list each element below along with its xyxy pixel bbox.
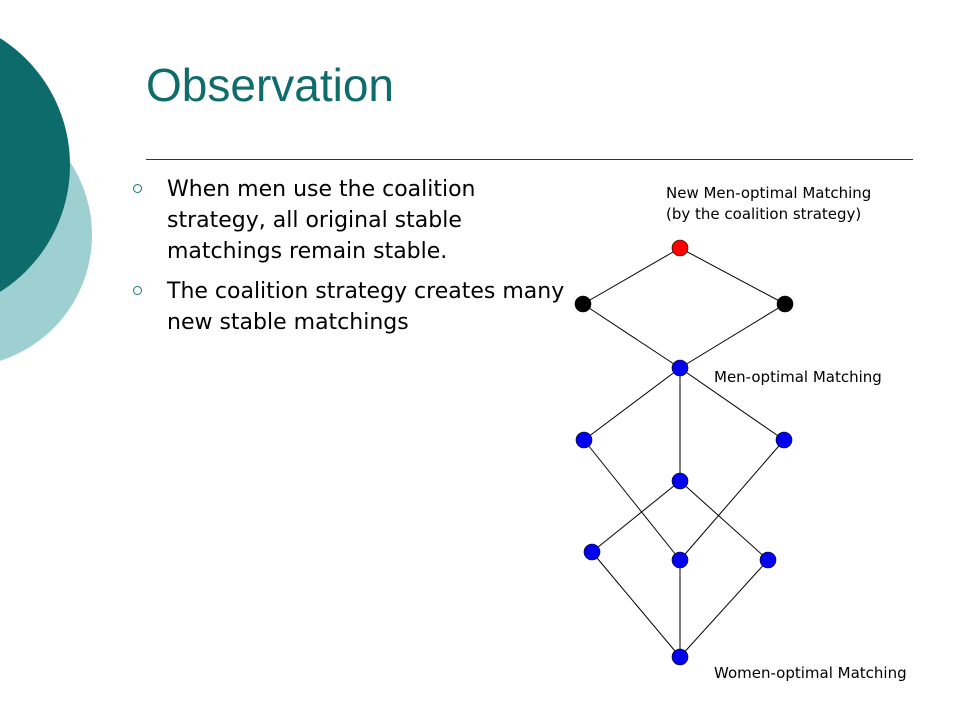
men-optimal-node (671, 359, 689, 377)
bullet-item: When men use the coalition strategy, all… (130, 174, 580, 267)
slide-title: Observation (146, 59, 395, 111)
women-optimal-node (671, 648, 689, 666)
matching-node (575, 431, 593, 449)
bullet-text: The coalition strategy creates many new … (167, 279, 565, 335)
bullet-text: When men use the coalition strategy, all… (167, 177, 476, 264)
new-matching-node (574, 295, 592, 313)
lattice-edge (582, 303, 681, 369)
men-optimal-label: Men-optimal Matching (714, 368, 882, 386)
new-men-optimal-label-line1: New Men-optimal Matching (666, 184, 872, 202)
lattice-edge (679, 247, 786, 305)
lattice-edge (679, 480, 769, 561)
lattice-edge (591, 480, 681, 553)
lattice-edge (582, 247, 681, 305)
dark-teal-circle (0, 38, 70, 292)
lattice-edge (583, 367, 681, 441)
lattice-edge (583, 439, 681, 561)
decorative-circles (0, 38, 92, 361)
new-men-optimal-node (671, 239, 689, 257)
new-men-optimal-label: New Men-optimal Matching (by the coaliti… (666, 183, 871, 225)
bullet-circle-icon (133, 286, 142, 295)
lattice-edge (679, 439, 785, 561)
bullet-circle-icon (133, 184, 142, 193)
matching-node (671, 472, 689, 490)
matching-node (671, 551, 689, 569)
title-divider (146, 159, 913, 160)
bullet-list: When men use the coalition strategy, all… (130, 174, 580, 347)
women-optimal-label: Women-optimal Matching (714, 664, 907, 682)
lattice-edge (679, 367, 785, 441)
new-matching-node (776, 295, 794, 313)
matching-node (759, 551, 777, 569)
matching-node (583, 543, 601, 561)
lattice-edge (591, 551, 681, 658)
matching-node (775, 431, 793, 449)
bullet-item: The coalition strategy creates many new … (130, 276, 580, 338)
lattice-nodes (574, 239, 794, 666)
lattice-edge (679, 303, 786, 369)
lattice-edges (582, 247, 786, 658)
lattice-edge (679, 559, 769, 658)
new-men-optimal-label-line2: (by the coalition strategy) (666, 205, 862, 223)
